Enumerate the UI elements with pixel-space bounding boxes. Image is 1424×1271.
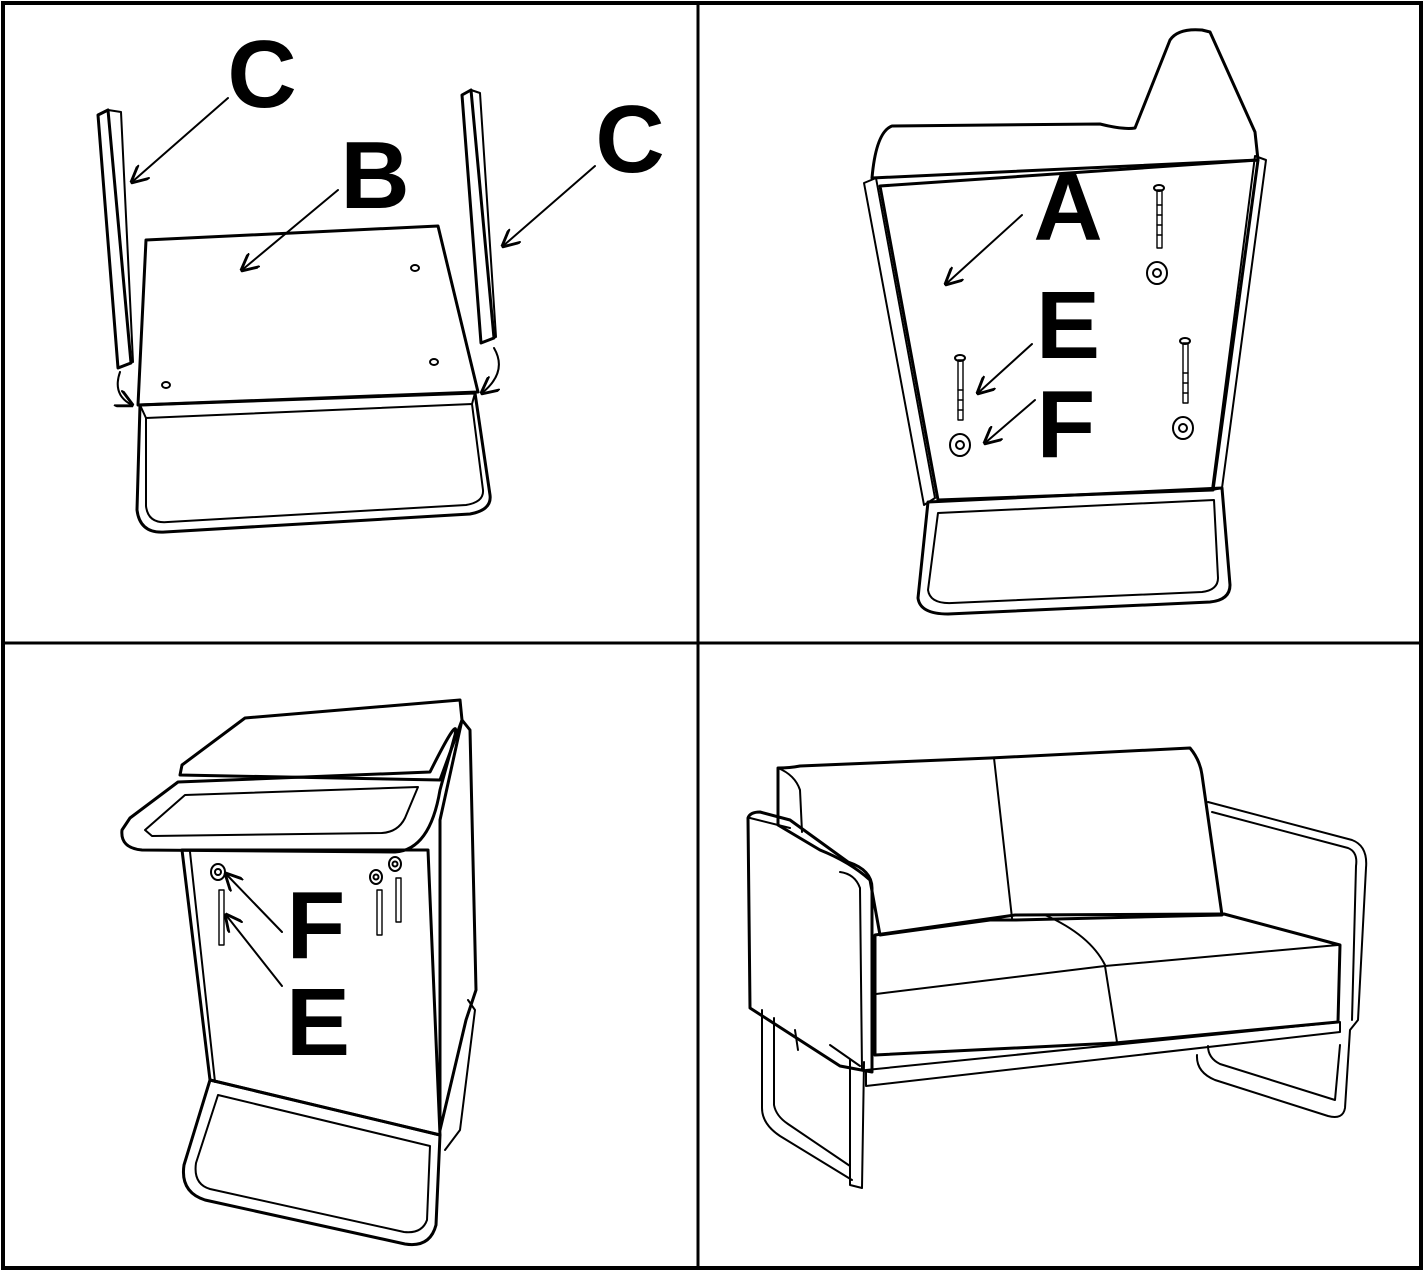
f-pointer-p3 bbox=[226, 874, 282, 932]
label-c-left: C bbox=[227, 21, 296, 128]
bolt-right-p3 bbox=[396, 878, 401, 922]
right-armrest-bar bbox=[462, 90, 496, 343]
seat-board bbox=[138, 226, 478, 405]
assembled-sofa bbox=[748, 748, 1366, 1188]
panel-step-4 bbox=[748, 748, 1366, 1188]
top-cushion bbox=[180, 700, 462, 780]
label-f-p3: F bbox=[287, 872, 346, 979]
label-c-right: C bbox=[595, 86, 664, 193]
label-e: E bbox=[1036, 272, 1100, 379]
c-right-pointer bbox=[503, 166, 595, 246]
bolt-left bbox=[955, 355, 965, 420]
washer-right bbox=[1173, 417, 1193, 439]
bolt-left-p3 bbox=[219, 890, 224, 945]
washer-left-p3 bbox=[211, 864, 225, 880]
upper-rest-frame bbox=[122, 729, 456, 852]
c-left-pointer bbox=[132, 98, 228, 182]
washer-mid-p3 bbox=[370, 870, 382, 884]
left-armrest-bar bbox=[98, 110, 133, 368]
label-b: B bbox=[340, 122, 409, 229]
label-a: A bbox=[1033, 154, 1102, 261]
side-panel bbox=[440, 720, 476, 1150]
panel-step-3: F E bbox=[122, 700, 476, 1245]
e-pointer-p3 bbox=[226, 915, 282, 986]
washer-top-right bbox=[1147, 262, 1167, 284]
panel-step-1: C B C bbox=[98, 21, 665, 532]
left-insert-arrow bbox=[118, 372, 132, 405]
label-e-p3: E bbox=[286, 969, 350, 1076]
washer-left bbox=[950, 434, 970, 456]
right-insert-arrow bbox=[482, 348, 499, 393]
bolt-right bbox=[1180, 338, 1190, 403]
e-pointer bbox=[978, 344, 1032, 393]
panel-grid bbox=[3, 3, 1421, 1268]
back-base-frame bbox=[918, 488, 1230, 614]
washer-right-p3 bbox=[389, 857, 401, 871]
bottom-base-frame bbox=[183, 1080, 440, 1245]
seat-base-frame bbox=[137, 393, 490, 532]
f-pointer bbox=[985, 400, 1035, 443]
bolt-top-right bbox=[1154, 185, 1164, 248]
panel-step-2: A E F bbox=[864, 30, 1266, 614]
bolt-mid-p3 bbox=[377, 890, 382, 935]
a-pointer bbox=[946, 215, 1022, 284]
label-f: F bbox=[1037, 371, 1096, 478]
